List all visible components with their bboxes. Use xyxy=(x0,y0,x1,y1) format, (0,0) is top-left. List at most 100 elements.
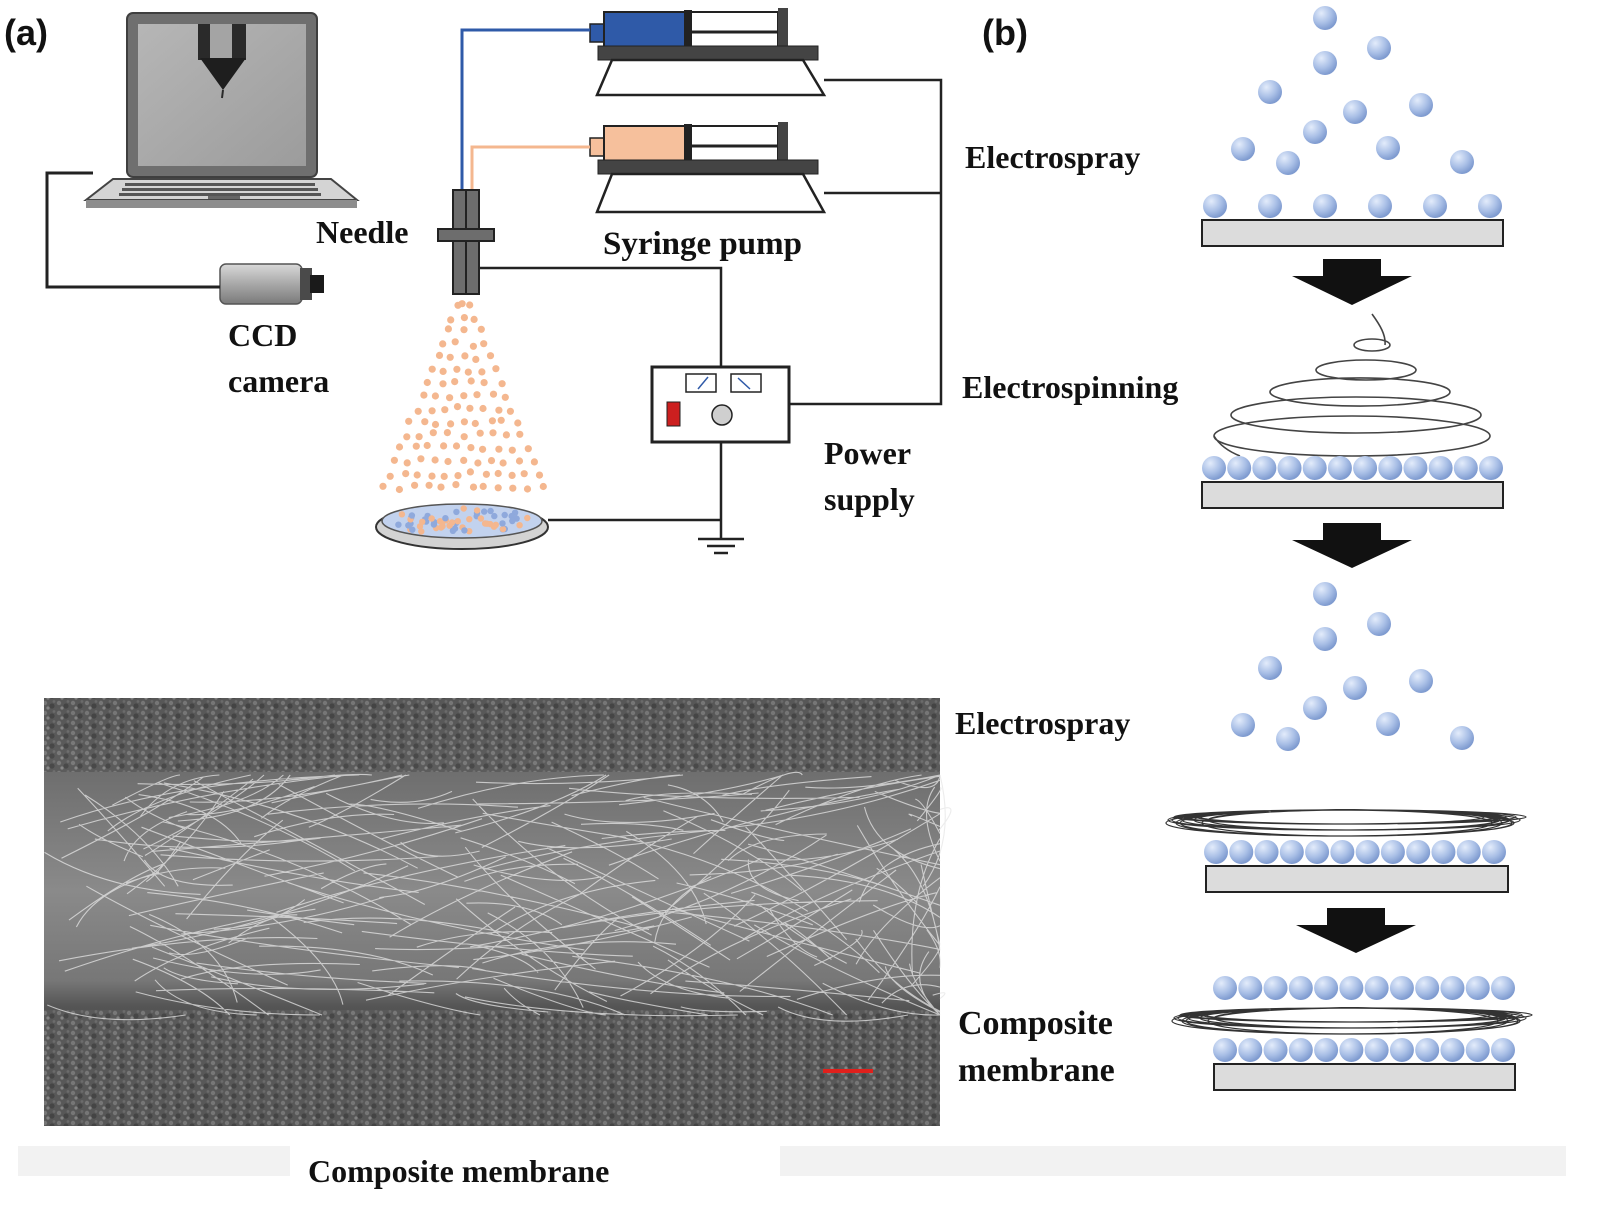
spray-droplet xyxy=(458,300,466,308)
particle xyxy=(1482,840,1506,864)
dish-particle xyxy=(409,526,416,533)
spray-droplet xyxy=(497,416,505,424)
particle xyxy=(1403,456,1428,480)
sem-image xyxy=(44,698,952,1126)
spray-droplet xyxy=(471,419,479,428)
particle xyxy=(1203,194,1227,218)
spray-droplet xyxy=(443,429,451,437)
power-supply-label-line1: Power xyxy=(824,435,911,471)
spray-droplet xyxy=(386,472,394,480)
particle xyxy=(1288,1038,1313,1062)
dish-particle xyxy=(492,521,499,528)
dish-particle xyxy=(516,522,523,529)
spray-droplet xyxy=(530,458,539,466)
particle xyxy=(1303,696,1327,720)
spray-droplet xyxy=(466,301,474,309)
spray-droplet xyxy=(405,417,413,425)
particle xyxy=(1367,612,1391,636)
spray-droplet xyxy=(460,456,468,464)
spray-droplet xyxy=(429,429,437,437)
particle xyxy=(1313,51,1337,75)
particle xyxy=(1263,1038,1288,1062)
particle xyxy=(1431,840,1456,864)
dish-particle xyxy=(473,507,481,514)
particle xyxy=(1364,1038,1389,1062)
particle xyxy=(1339,976,1364,1000)
spray-droplet xyxy=(466,468,474,476)
dish-particle xyxy=(398,511,406,518)
camera-cable xyxy=(45,171,220,289)
spray-droplet xyxy=(428,407,436,415)
dish-particle xyxy=(460,505,467,512)
particle xyxy=(1409,669,1433,693)
particle xyxy=(1465,976,1490,1000)
power-wiring xyxy=(479,78,943,555)
particle xyxy=(1330,840,1355,864)
spray-droplet xyxy=(508,446,516,454)
particle xyxy=(1428,456,1453,480)
spray-droplet xyxy=(539,482,547,491)
spray-droplet xyxy=(411,481,419,489)
particle xyxy=(1276,727,1300,751)
spray-droplet xyxy=(460,326,468,334)
spray-droplet xyxy=(446,353,454,361)
particle xyxy=(1238,1038,1263,1062)
syringe-pump-top xyxy=(589,8,827,97)
particle xyxy=(1479,456,1503,480)
particle xyxy=(1343,100,1367,124)
particle xyxy=(1314,1038,1339,1062)
spray-droplet xyxy=(402,470,410,478)
step-electrospray-label-2: Electrospray xyxy=(955,705,1130,741)
spray-droplet xyxy=(437,483,445,491)
spray-droplet xyxy=(414,407,422,415)
spray-droplet xyxy=(469,483,478,491)
spray-droplet xyxy=(444,325,452,333)
particle xyxy=(1491,1038,1515,1062)
particle xyxy=(1313,6,1337,30)
spray-droplet xyxy=(499,459,507,467)
spray-droplet xyxy=(473,391,481,399)
dish-particle xyxy=(477,515,485,522)
spray-droplet xyxy=(524,445,532,453)
particle xyxy=(1279,840,1304,864)
spray-droplet xyxy=(523,485,532,493)
process-step-electrospray-2 xyxy=(1165,582,1527,893)
step-electrospinning-label: Electrospinning xyxy=(962,369,1178,405)
particle xyxy=(1258,194,1282,218)
particle xyxy=(1231,713,1255,737)
particle xyxy=(1213,1038,1237,1062)
particle xyxy=(1368,194,1392,218)
step-electrospray-label: Electrospray xyxy=(965,139,1140,175)
composite-membrane-label-line2: membrane xyxy=(958,1052,1115,1089)
spray-droplet xyxy=(477,325,485,333)
arrow-down-icon xyxy=(1292,259,1412,305)
spray-droplet xyxy=(454,472,462,480)
spray-droplet xyxy=(470,315,478,323)
dish-particle xyxy=(405,522,412,529)
spray-droplet xyxy=(479,445,487,453)
spray-droplet xyxy=(464,368,472,376)
spray-droplet xyxy=(451,338,459,346)
particle xyxy=(1313,627,1337,651)
laptop-icon xyxy=(83,12,360,208)
dish-particle xyxy=(446,522,453,529)
particle xyxy=(1465,1038,1490,1062)
particle xyxy=(1364,976,1389,1000)
particle xyxy=(1406,840,1431,864)
spray-droplet xyxy=(502,431,510,439)
spray-droplet xyxy=(403,459,411,467)
spray-droplet xyxy=(461,352,469,360)
particle xyxy=(1213,976,1237,1000)
particle xyxy=(1313,194,1337,218)
fiber-coil xyxy=(1213,313,1491,457)
panel-label-a: (a) xyxy=(4,12,48,53)
spray-droplet xyxy=(469,342,477,350)
spray-droplet xyxy=(423,378,431,387)
spray-droplet xyxy=(515,457,524,465)
spray-droplet xyxy=(421,418,429,426)
spray-droplet xyxy=(467,377,475,385)
spray-droplet xyxy=(412,442,420,450)
particle xyxy=(1288,976,1313,1000)
spray-droplet xyxy=(440,472,448,480)
